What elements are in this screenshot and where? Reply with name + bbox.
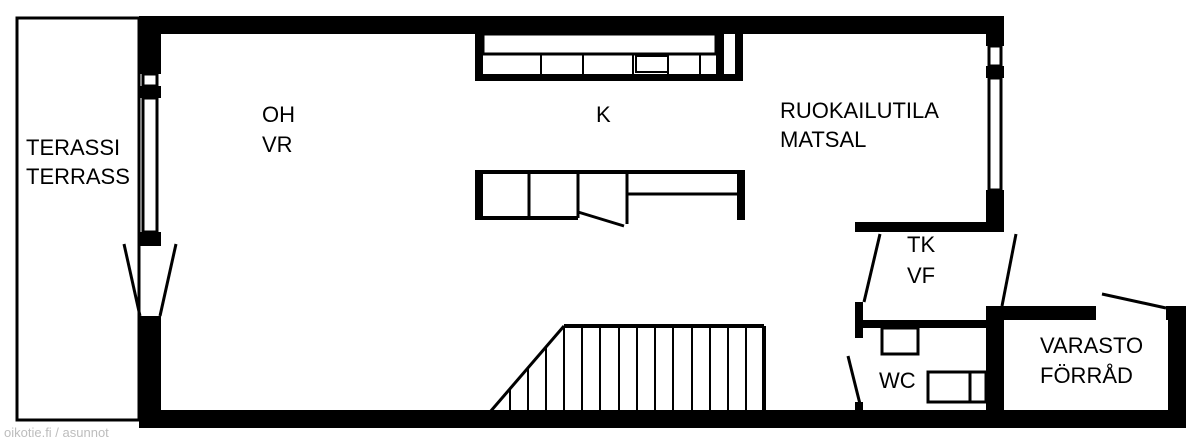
wc-fixtures [880, 326, 988, 404]
interior-walls [855, 222, 1186, 412]
terrace-label-fi: TERASSI [26, 135, 120, 160]
wc-label: WC [879, 368, 916, 393]
terrace-label-sv: TERRASS [26, 164, 130, 189]
wc-door [846, 355, 862, 405]
windows [141, 44, 1003, 234]
kitchen-island [475, 170, 745, 228]
storage-door [1101, 292, 1167, 310]
watermark: oikotie.fi / asunnot [4, 425, 109, 440]
closet-label-fi: TK [907, 232, 935, 257]
storage-label-sv: FÖRRÅD [1040, 363, 1133, 388]
kitchen-label: K [596, 102, 611, 127]
closet-label-sv: VF [907, 263, 935, 288]
exterior-walls [139, 16, 1186, 428]
storage-label-fi: VARASTO [1040, 333, 1143, 358]
living-room-label-sv: VR [262, 132, 293, 157]
dining-label-sv: MATSAL [780, 127, 866, 152]
staircase [488, 324, 766, 413]
closet-doors [862, 233, 1018, 307]
kitchen-counter-upper [475, 32, 743, 81]
living-room-label-fi: OH [262, 102, 295, 127]
terrace-outline [15, 16, 141, 422]
terrace-door [122, 243, 178, 317]
dining-label-fi: RUOKAILUTILA [780, 98, 939, 123]
